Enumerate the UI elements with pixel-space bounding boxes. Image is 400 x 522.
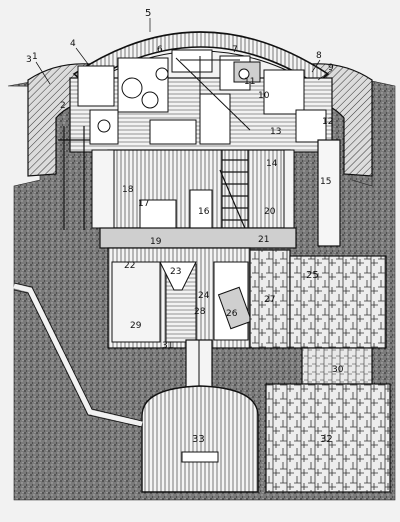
callout-26: 26 [226,309,238,319]
drainage-pipe-outline [13,282,143,428]
callout-20: 20 [264,207,276,217]
callout-2: 2 [60,101,66,111]
callout-33: 33 [192,434,205,445]
callout-19: 19 [150,237,162,247]
masonry-block-32 [265,383,391,493]
callout-13: 13 [270,127,281,137]
magazine-opening [181,451,219,463]
callout-labels: 1 2 3 4 5 6 7 8 9 10 11 12 13 14 15 16 1… [26,8,344,445]
callout-8: 8 [316,51,322,61]
masonry-block-25 [289,255,387,349]
callout-30: 30 [332,365,344,375]
engine-block [217,286,253,330]
callout-16: 16 [198,207,210,217]
callout-12: 12 [322,117,333,127]
callout-14: 14 [266,159,278,169]
lower-left-room [111,261,161,343]
callout-31: 31 [162,341,173,351]
access-shaft-right [317,139,341,247]
callout-29: 29 [130,321,142,331]
callout-10: 10 [258,91,270,101]
callout-18: 18 [122,185,134,195]
callout-11: 11 [244,77,255,87]
callout-25: 25 [306,270,319,281]
callout-5: 5 [145,8,151,19]
leader-lines [35,18,333,85]
callout-27: 27 [264,295,275,305]
callout-32: 32 [320,434,333,445]
callout-3: 3 [26,55,32,65]
callout-6: 6 [157,45,163,55]
gun-machinery [77,49,327,145]
callout-4: 4 [70,39,76,49]
callout-7: 7 [232,45,238,55]
hopper [159,261,197,291]
callout-17: 17 [138,199,149,209]
callout-1: 1 [32,52,38,62]
drainage-pipe [13,283,143,427]
masonry-block-30 [301,347,373,385]
callout-9: 9 [328,63,334,73]
turret-drum [91,149,115,229]
callout-21: 21 [258,235,269,245]
callout-28: 28 [194,307,206,317]
magazine-vault [141,385,259,493]
callout-22: 22 [124,261,135,271]
masonry-block-27 [249,249,291,349]
callout-23: 23 [170,267,181,277]
callout-15: 15 [320,177,331,187]
support-posts-left [58,126,90,230]
callout-24: 24 [198,291,210,301]
